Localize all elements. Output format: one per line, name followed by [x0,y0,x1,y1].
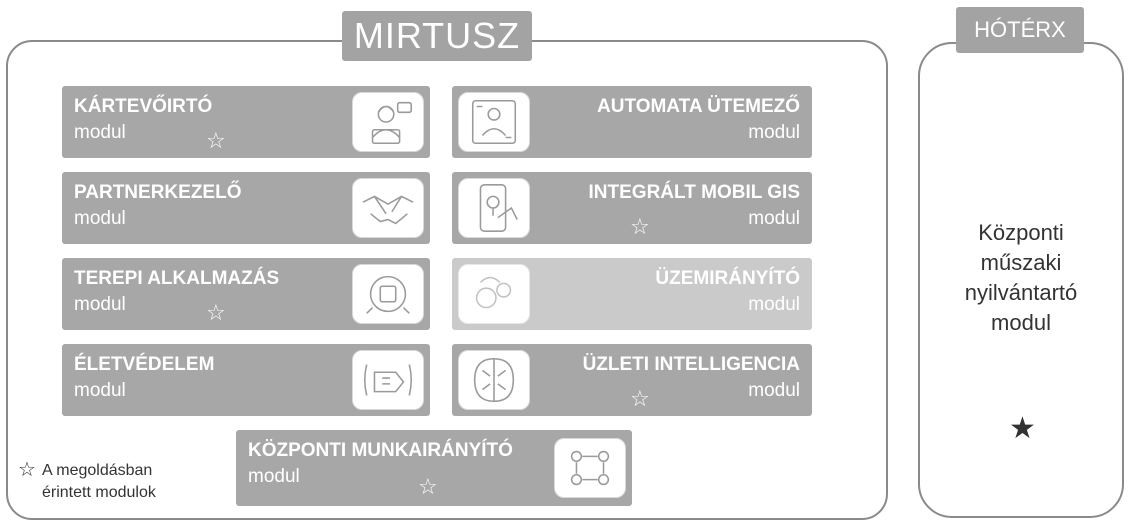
mobile-map-icon [458,178,530,238]
module-name: AUTOMATA ÜTEMEZŐ [597,96,800,117]
star-icon: ☆ [206,128,226,153]
field-tools-icon [352,264,424,324]
mirtusz-title: MIRTUSZ [342,11,532,61]
module-name: TEREPI ALKALMAZÁS [74,268,280,289]
module-sub: modul [748,122,800,143]
hoterx-title: HÓTÉRX [956,7,1084,53]
module-uzemiranyito[interactable]: ÜZEMIRÁNYÍTÓ modul [452,258,812,330]
module-sub: modul [248,466,300,487]
module-uzleti-intelligencia[interactable]: ÜZLETI INTELLIGENCIA modul ☆ [452,344,812,416]
hoterx-line-3: nyilvántartó [964,280,1078,305]
star-icon: ☆ [206,300,226,325]
hand-protection-icon [352,350,424,410]
legend-line-1: A megoldásban [42,462,153,479]
star-filled-icon: ★ [1009,412,1036,445]
module-name: ÉLETVÉDELEM [74,354,215,375]
module-automata-utemezo[interactable]: AUTOMATA ÜTEMEZŐ modul [452,86,812,158]
module-name: KÖZPONTI MUNKAIRÁNYÍTÓ [248,440,513,461]
module-name: KÁRTEVŐIRTÓ [74,96,213,117]
operations-gears-icon [458,264,530,324]
legend: ☆ A megoldásban érintett modulok [18,460,218,514]
legend-text: A megoldásban érintett modulok [42,460,156,504]
module-name: INTEGRÁLT MOBIL GIS [588,182,800,203]
module-kozponti-munkairanyito[interactable]: KÖZPONTI MUNKAIRÁNYÍTÓ modul ☆ [236,430,632,506]
module-name: ÜZEMIRÁNYÍTÓ [655,268,800,289]
handshake-icon [352,178,424,238]
module-kartevoirto[interactable]: KÁRTEVŐIRTÓ modul ☆ [62,86,430,158]
module-sub: modul [748,294,800,315]
module-sub: modul [748,380,800,401]
hoterx-line-2: műszaki [980,250,1062,275]
ai-brain-icon [458,350,530,410]
star-icon: ☆ [418,474,438,499]
module-eletvedelem[interactable]: ÉLETVÉDELEM modul [62,344,430,416]
scheduler-gear-icon [458,92,530,152]
module-partnerkezelo[interactable]: PARTNERKEZELŐ modul [62,172,430,244]
hoterx-line-1: Központi [978,220,1064,245]
module-sub: modul [748,208,800,229]
module-integralt-mobil-gis[interactable]: INTEGRÁLT MOBIL GIS modul ☆ [452,172,812,244]
hoterx-description: Központi műszaki nyilvántartó modul [920,218,1122,338]
pest-control-operator-icon [352,92,424,152]
star-outline-icon: ☆ [18,459,36,481]
star-icon: ☆ [630,386,650,411]
star-icon: ☆ [630,214,650,239]
module-name: PARTNERKEZELŐ [74,182,242,203]
module-name: ÜZLETI INTELLIGENCIA [582,354,800,375]
team-workflow-icon [554,438,626,498]
legend-line-2: érintett modulok [42,484,156,501]
module-sub: modul [74,380,126,401]
module-sub: modul [74,294,126,315]
hoterx-line-4: modul [991,310,1051,335]
module-terepi-alkalmazas[interactable]: TEREPI ALKALMAZÁS modul ☆ [62,258,430,330]
module-sub: modul [74,208,126,229]
module-sub: modul [74,122,126,143]
